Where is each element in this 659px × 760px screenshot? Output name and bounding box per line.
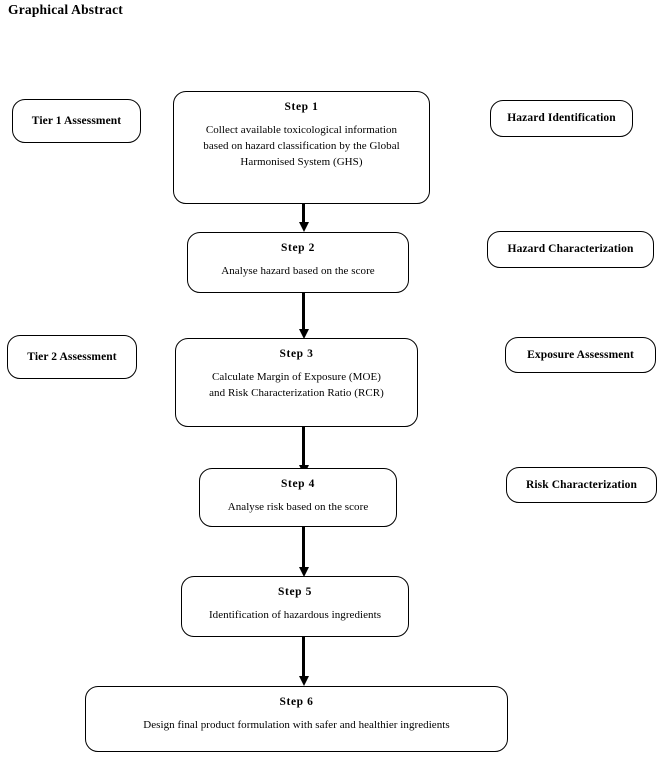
tier-2-assessment-label: Tier 2 Assessment bbox=[27, 350, 117, 363]
exposure-assessment-box: Exposure Assessment bbox=[505, 337, 656, 373]
step-4-line-1: Analyse risk based on the score bbox=[227, 501, 369, 514]
arrow-step1-to-step2 bbox=[302, 204, 305, 223]
step-3-box: Step 3 Calculate Margin of Exposure (MOE… bbox=[175, 338, 418, 427]
arrow-step2-to-step3 bbox=[302, 293, 305, 330]
step-6-box: Step 6 Design final product formulation … bbox=[85, 686, 508, 752]
tier-1-assessment-label: Tier 1 Assessment bbox=[31, 114, 122, 127]
arrow-step4-to-step5 bbox=[302, 527, 305, 568]
risk-characterization-label: Risk Characterization bbox=[525, 478, 637, 491]
step-6-line-1: Design final product formulation with sa… bbox=[143, 719, 450, 732]
exposure-assessment-label: Exposure Assessment bbox=[527, 348, 634, 361]
step-2-description: Analyse hazard based on the score bbox=[188, 264, 408, 280]
arrow-step5-to-step6 bbox=[302, 637, 305, 677]
step-5-description: Identification of hazardous ingredients bbox=[182, 608, 408, 624]
step-1-line-3: Harmonised System (GHS) bbox=[240, 156, 363, 169]
step-1-box: Step 1 Collect available toxicological i… bbox=[173, 91, 430, 204]
hazard-characterization-label: Hazard Characterization bbox=[507, 243, 634, 256]
step-5-box: Step 5 Identification of hazardous ingre… bbox=[181, 576, 409, 637]
step-1-line-1: Collect available toxicological informat… bbox=[205, 124, 398, 137]
step-1-title: Step 1 bbox=[284, 101, 319, 113]
step-2-box: Step 2 Analyse hazard based on the score bbox=[187, 232, 409, 293]
risk-characterization-box: Risk Characterization bbox=[506, 467, 657, 503]
hazard-identification-label: Hazard Identification bbox=[507, 112, 616, 125]
tier-2-assessment-box: Tier 2 Assessment bbox=[7, 335, 137, 379]
step-4-box: Step 4 Analyse risk based on the score bbox=[199, 468, 397, 527]
step-2-line-1: Analyse hazard based on the score bbox=[221, 265, 375, 278]
page-title: Graphical Abstract bbox=[8, 2, 123, 17]
step-6-description: Design final product formulation with sa… bbox=[86, 718, 507, 734]
tier-1-assessment-box: Tier 1 Assessment bbox=[12, 99, 141, 143]
hazard-characterization-box: Hazard Characterization bbox=[487, 231, 654, 268]
step-4-title: Step 4 bbox=[281, 478, 315, 490]
step-4-description: Analyse risk based on the score bbox=[200, 500, 396, 516]
step-2-title: Step 2 bbox=[281, 242, 315, 254]
step-6-title: Step 6 bbox=[279, 696, 314, 708]
step-1-description: Collect available toxicological informat… bbox=[174, 123, 429, 171]
hazard-identification-box: Hazard Identification bbox=[490, 100, 633, 137]
step-3-title: Step 3 bbox=[279, 348, 314, 360]
step-5-line-1: Identification of hazardous ingredients bbox=[208, 609, 382, 622]
arrow-step3-to-step4 bbox=[302, 427, 305, 466]
step-5-title: Step 5 bbox=[278, 586, 312, 598]
step-1-line-2: based on hazard classification by the Gl… bbox=[203, 140, 400, 153]
step-3-description: Calculate Margin of Exposure (MOE) and R… bbox=[176, 370, 417, 402]
step-3-line-2: and Risk Characterization Ratio (RCR) bbox=[209, 387, 384, 400]
step-3-line-1: Calculate Margin of Exposure (MOE) bbox=[212, 371, 381, 384]
